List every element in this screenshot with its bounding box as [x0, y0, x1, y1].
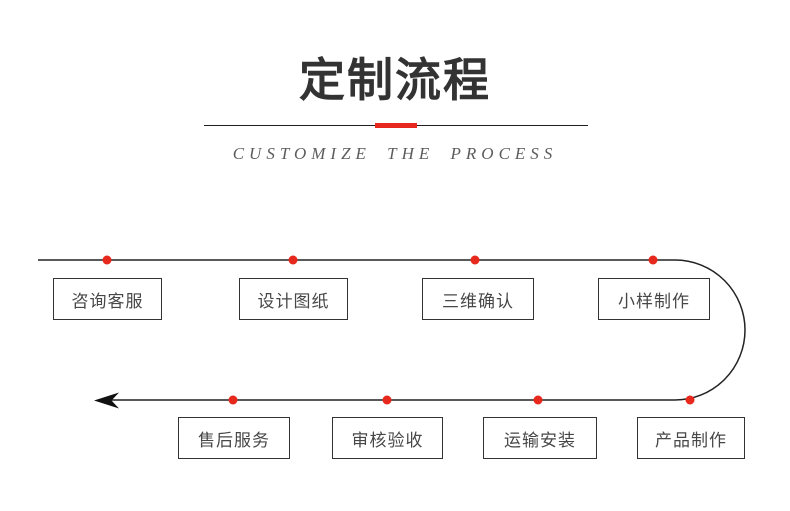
page-title: 定制流程 [299, 54, 491, 106]
flow-dot-5 [685, 395, 695, 405]
step-box-after-sales-service: 售后服务 [178, 417, 290, 459]
step-box-sample-making: 小样制作 [598, 278, 710, 320]
flow-dot-7 [382, 395, 392, 405]
step-box-product-making: 产品制作 [637, 417, 745, 459]
step-box-review-acceptance: 审核验收 [332, 417, 443, 459]
step-box-consult-service: 咨询客服 [53, 278, 162, 320]
arrow-head-icon [94, 392, 119, 409]
flow-line [38, 259, 746, 401]
page-subtitle: CUSTOMIZE THE PROCESS [232, 144, 558, 163]
flow-dot-6 [533, 395, 543, 405]
step-box-3d-confirmation: 三维确认 [422, 278, 534, 320]
flow-dot-8 [228, 395, 238, 405]
step-box-design-drawing: 设计图纸 [239, 278, 348, 320]
flow-dot-2 [288, 255, 298, 265]
flow-dot-1 [102, 255, 112, 265]
flow-dot-4 [648, 255, 658, 265]
divider-accent-bar [375, 123, 417, 128]
flow-dot-3 [470, 255, 480, 265]
title-divider [204, 123, 588, 128]
step-box-transport-installation: 运输安装 [483, 417, 597, 459]
